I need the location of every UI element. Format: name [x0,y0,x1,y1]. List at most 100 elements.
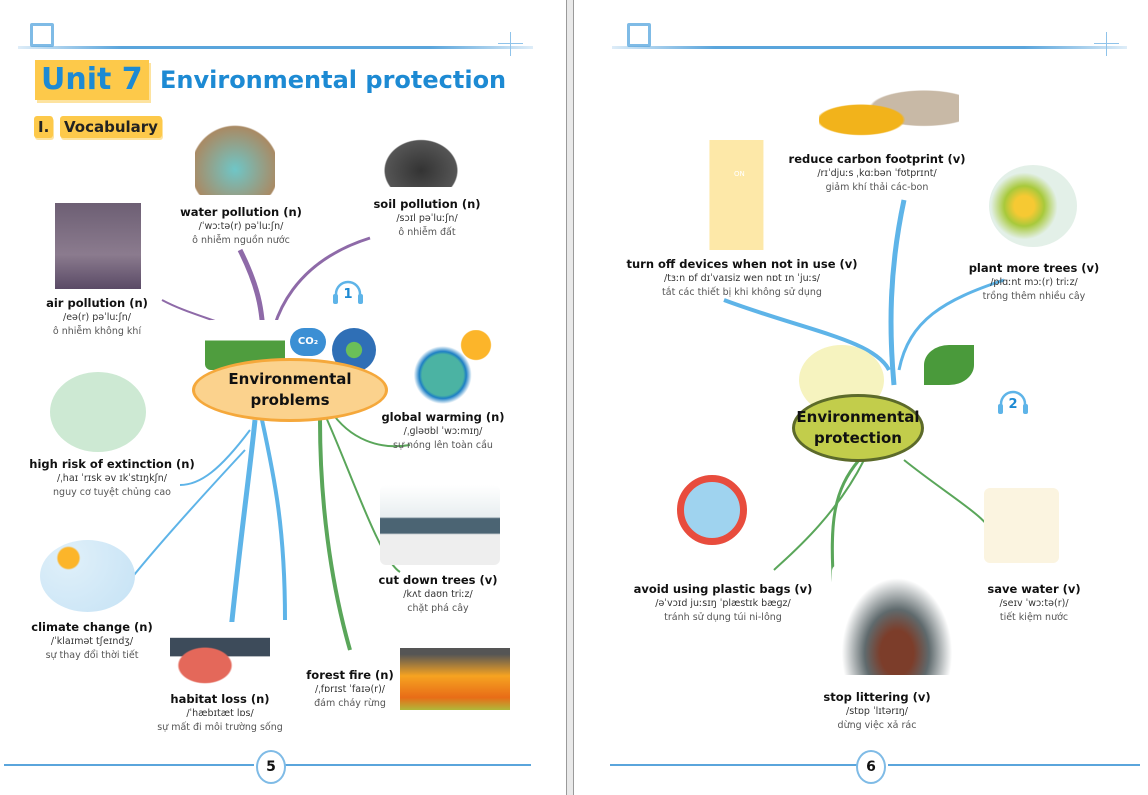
vocab-phonetic: /ˈklaɪmət tʃeɪndʒ/ [50,636,134,647]
section-number: I. [34,116,54,138]
unit-label: Unit 7 [35,60,149,100]
vocab-meaning: tắt các thiết bị khi không sử dụng [662,287,822,298]
water-pollution-image [195,110,275,195]
header-rule [612,46,1127,49]
vocab-phonetic: /tɜːn ɒf dɪˈvaɪsiz wen nɒt ɪn ˈjuːs/ [663,273,820,284]
right-page: ON Environmental protection 2 6 reduce c… [574,0,1148,795]
vocab-item-turn-off-devices: turn off devices when not in use (v) /tɜː… [626,257,857,300]
left-page: Unit 7 Environmental protection I. Vocab… [0,0,566,795]
co2-cloud-icon: CO₂ [290,328,326,356]
audio-track-2-button[interactable]: 2 [996,390,1030,416]
corner-decoration [627,23,651,47]
vocab-meaning: ô nhiễm đất [398,227,456,238]
vocab-item-save-water: save water (v) /seɪv ˈwɔːtə(r)/ tiết kiệm … [987,582,1080,625]
mind-map-branches [129,236,411,651]
vocab-meaning: giảm khí thải các-bon [825,182,929,193]
vocab-word: turn off devices when not in use (v) [626,257,858,271]
vocab-word: reduce carbon footprint (v) [788,152,966,166]
extinction-image [50,372,146,452]
vocab-item-forest-fire: forest fire (n)/ˌfɒrɪst ˈfaɪə(r)/đám chá… [306,668,393,711]
vocab-phonetic: /seɪv ˈwɔːtə(r)/ [999,598,1069,609]
vocab-meaning: dừng việc xả rác [837,720,917,731]
page-number: 5 [256,750,286,784]
vocab-item-water-pollution: water pollution (n) /ˈwɔːtə(r) pəˈluːʃn/ô… [180,205,302,248]
headphones-icon [333,280,363,304]
vocab-meaning: chặt phá cây [407,603,469,614]
hub-environmental-protection: Environmental protection [792,394,924,462]
reduce-carbon-footprint-image [819,85,959,143]
vocab-item-habitat-loss: habitat loss (n) /ˈhæbɪtæt lɒs/sự mất đi … [157,692,283,735]
vocab-phonetic: /stɒp ˈlɪtərɪŋ/ [846,706,908,717]
vocab-meaning: sự thay đổi thời tiết [45,650,139,661]
vocab-phonetic: /eə(r) pəˈluːʃn/ [63,312,131,323]
global-warming-image [400,330,495,405]
vocab-phonetic: /ˌɡləʊbl ˈwɔːmɪŋ/ [403,426,483,437]
page-gutter [566,0,574,795]
vocab-meaning: trồng thêm nhiều cây [982,291,1086,302]
footer-rule [610,764,858,766]
habitat-loss-image [170,622,270,684]
vocab-phonetic: /ˌhaɪ ˈrɪsk əv ɪkˈstɪŋkʃn/ [57,473,167,484]
vocab-meaning: ô nhiễm không khí [52,326,142,337]
vocab-word: cut down trees (v) [378,573,498,587]
audio-track-number: 1 [343,287,353,302]
sprout-icon [924,345,974,385]
vocab-phonetic: /kʌt daʊn triːz/ [403,589,473,600]
vocab-meaning: sự nóng lên toàn cầu [393,440,493,451]
headphones-icon [998,390,1028,414]
footer-rule [4,764,254,766]
footer-rule [284,764,531,766]
sparkle-decoration [498,32,523,56]
vocab-word: plant more trees (v) [968,261,1100,275]
switch-on-label: ON [734,170,745,178]
vocab-phonetic: /ˌfɒrɪst ˈfaɪə(r)/ [314,684,385,695]
audio-track-1-button[interactable]: 1 [331,280,365,306]
vocab-item-plant-more-trees: plant more trees (v)/plɑːnt mɔː(r) triːz… [969,261,1100,304]
vocab-item-high-risk-of-extinction: high risk of extinction (n) /ˌhaɪ ˈrɪsk ə… [29,457,194,500]
vocab-word: air pollution (n) [46,296,148,310]
vocab-phonetic: /əˈvɔɪd juːsɪŋ ˈplæstɪk bæɡz/ [655,598,791,609]
soil-pollution-image [375,132,467,187]
vocab-word: climate change (n) [31,620,153,634]
vocab-item-soil-pollution: soil pollution (n) /sɔɪl pəˈluːʃn/ô nhiễm… [373,197,480,240]
vocab-item-air-pollution: air pollution (n) /eə(r) pəˈluːʃn/ô nhiễm… [46,296,148,339]
vocab-item-climate-change: climate change (n) /ˈklaɪmət tʃeɪndʒ/sự t… [31,620,152,663]
vocab-item-cut-down-trees: cut down trees (v) /kʌt daʊn triːz/chặt p… [378,573,497,616]
cut-down-trees-image [380,485,500,565]
vocab-item-stop-littering: stop littering (v) /stɒp ˈlɪtərɪŋ/dừng vi… [823,690,930,733]
vocab-word: save water (v) [987,582,1081,596]
vocab-word: habitat loss (n) [170,692,270,706]
no-plastic-bags-image [677,475,747,545]
vocab-word: water pollution (n) [180,205,302,219]
vocab-word: forest fire (n) [306,668,394,682]
vocab-item-reduce-carbon-footprint: reduce carbon footprint (v) /rɪˈdjuːs ˌkɑ… [789,152,966,195]
vocab-word: avoid using plastic bags (v) [633,582,813,596]
vocab-phonetic: /rɪˈdjuːs ˌkɑːbən ˈfʊtprɪnt/ [817,168,937,179]
vocab-word: high risk of extinction (n) [29,457,195,471]
vocab-word: global warming (n) [381,410,505,424]
turn-off-devices-image: ON [682,140,772,250]
corner-decoration [30,23,54,47]
section-title: Vocabulary [60,116,162,138]
vocab-meaning: nguy cơ tuyệt chủng cao [53,487,171,498]
sparkle-decoration [1094,32,1119,56]
unit-title: Environmental protection [160,66,507,94]
climate-change-image [40,540,135,612]
air-pollution-image [55,203,141,289]
save-water-image [984,488,1059,563]
vocab-meaning: tránh sử dụng túi ni-lông [664,612,782,623]
vocab-meaning: sự mất đi môi trường sống [157,722,283,733]
vocab-phonetic: /sɔɪl pəˈluːʃn/ [396,213,458,224]
vocab-phonetic: /ˈwɔːtə(r) pəˈluːʃn/ [198,221,284,232]
stop-littering-image [832,565,962,675]
vocab-word: soil pollution (n) [373,197,481,211]
vocab-word: stop littering (v) [823,690,931,704]
hub-environmental-problems: Environmental problems [192,358,388,422]
vocab-phonetic: /ˈhæbɪtæt lɒs/ [186,708,254,719]
audio-track-number: 2 [1008,397,1018,412]
header-rule [18,46,533,49]
vocab-item-avoid-plastic-bags: avoid using plastic bags (v) /əˈvɔɪd juːs… [634,582,813,625]
vocab-meaning: ô nhiễm nguồn nước [192,235,290,246]
vocab-meaning: tiết kiệm nước [999,612,1069,623]
plant-more-trees-image [989,165,1077,247]
